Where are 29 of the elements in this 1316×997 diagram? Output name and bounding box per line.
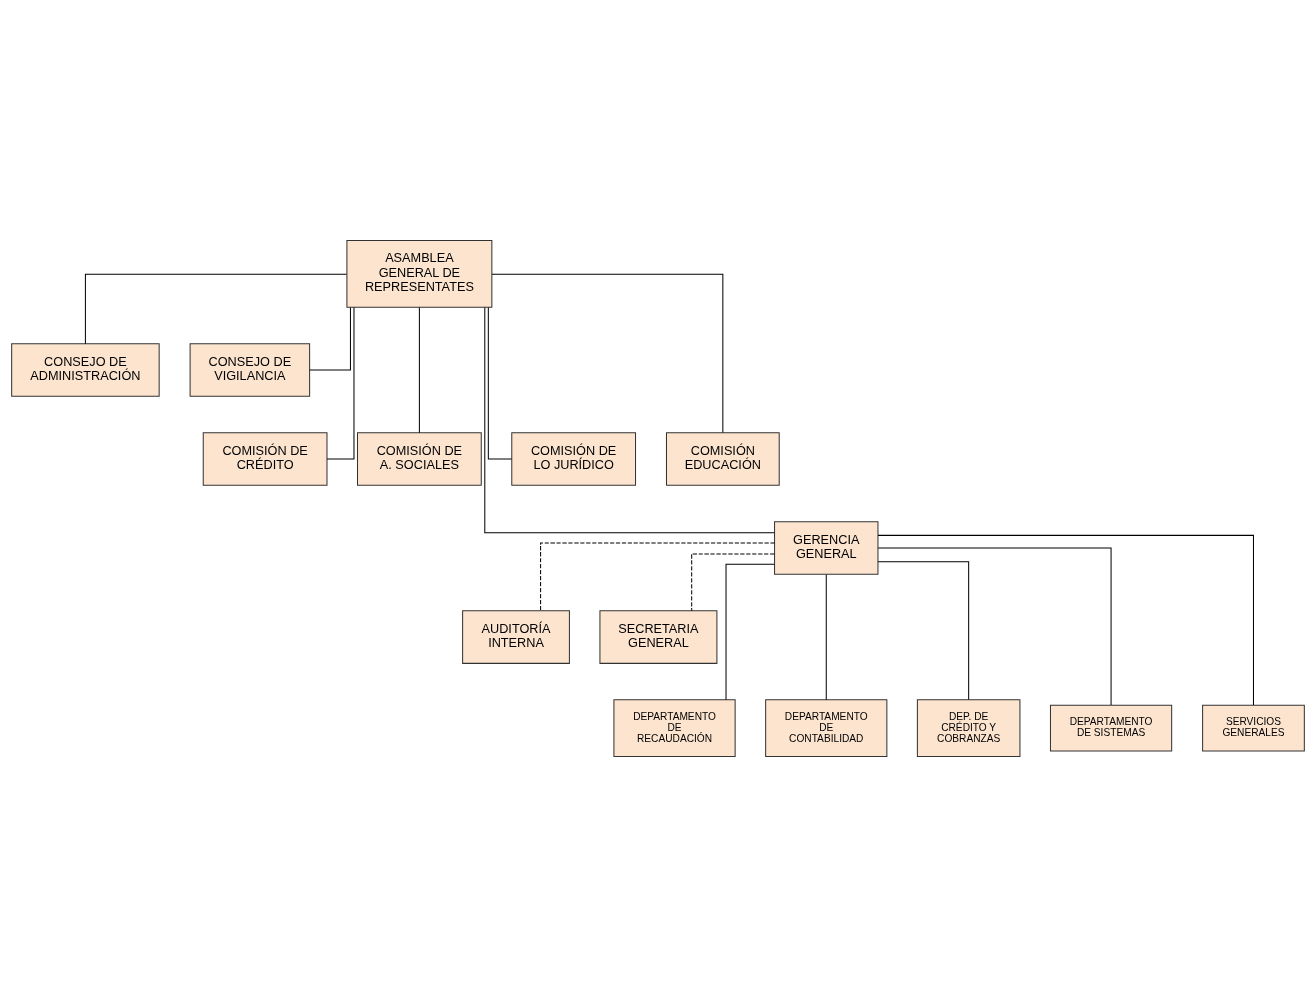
node-box: COMISIÓN DE A. SOCIALES <box>357 432 482 486</box>
node-box: SECRETARIA GENERAL <box>599 610 718 664</box>
node-box: DEPARTAMENTO DE RECAUDACIÓN <box>613 699 736 758</box>
node-box: ASAMBLEA GENERAL DE REPRESENTATES <box>346 239 493 308</box>
connector <box>825 574 827 701</box>
connector <box>487 306 513 460</box>
connector <box>691 553 775 612</box>
connector <box>877 534 1254 706</box>
node-box: CONSEJO DE ADMINISTRACIÓN <box>11 343 160 397</box>
node-box: DEPARTAMENTO DE CONTABILIDAD <box>765 699 888 758</box>
node-box: COMISIÓN EDUCACIÓN <box>665 432 780 486</box>
connector <box>491 273 724 434</box>
connector <box>84 273 347 345</box>
node-box: GERENCIA GENERAL <box>774 521 879 575</box>
node-box: DEPARTAMENTO DE SISTEMAS <box>1049 704 1173 752</box>
connector <box>326 306 355 460</box>
connector <box>877 547 1112 706</box>
node-box: SERVICIOS GENERALES <box>1202 704 1305 752</box>
connector <box>877 561 970 701</box>
node-box: CONSEJO DE VIGILANCIA <box>189 343 311 397</box>
connector <box>540 542 776 612</box>
connector <box>418 306 420 434</box>
connector <box>309 307 351 371</box>
connector <box>484 306 775 534</box>
node-box: COMISIÓN DE CRÉDITO <box>202 432 328 486</box>
node-box: AUDITORÍA INTERNA <box>462 610 570 664</box>
node-box: DEP. DE CRÉDITO Y COBRANZAS <box>916 699 1021 758</box>
node-box: COMISIÓN DE LO JURÍDICO <box>511 432 637 486</box>
connector <box>725 563 775 701</box>
